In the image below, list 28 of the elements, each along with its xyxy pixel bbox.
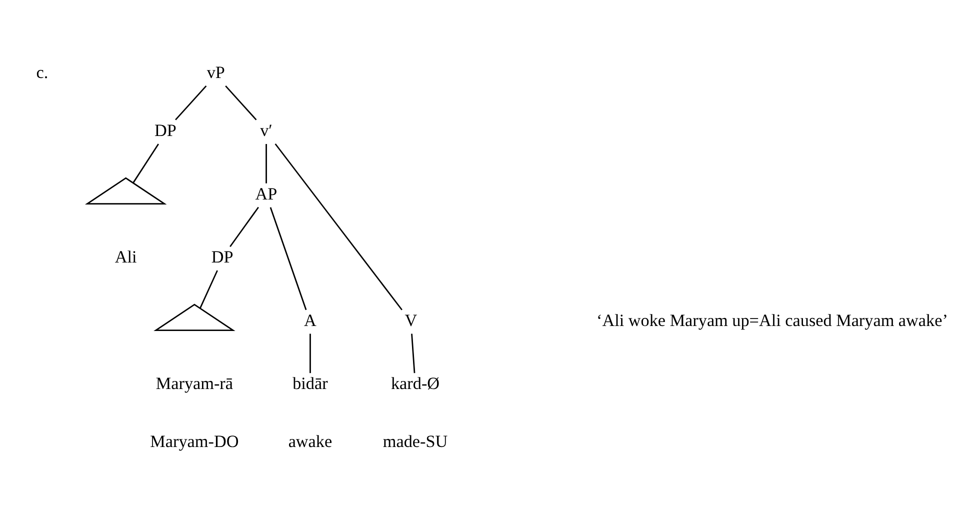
connector [174,85,206,120]
connector [265,144,266,184]
label: ‘Ali woke Maryam up=Ali caused Maryam awake’ [596,310,948,330]
connector [269,207,306,310]
connector [309,334,310,374]
label: made-SU [382,432,448,451]
connector [274,143,402,310]
connector [224,85,256,120]
node-label: Ali [114,248,136,267]
node-text: DP [210,248,233,267]
node-text: vP [206,63,224,82]
node-triangle [153,304,235,332]
connector [229,206,258,247]
node-triangle [84,177,166,205]
node-text: A [304,310,316,330]
label: Maryam-DO [150,432,238,451]
connector [132,144,158,184]
label: awake [288,432,332,451]
node-text: kard-Ø [390,374,440,394]
connector [199,270,218,308]
node-text: bidār [292,374,328,394]
node-text: v′ [260,121,272,140]
label: c. [36,63,48,82]
node-text: V [404,310,417,330]
connector [410,334,415,374]
node-text: AP [254,184,277,204]
node-label: Maryam-rā [155,374,232,394]
node-text: DP [154,121,176,140]
